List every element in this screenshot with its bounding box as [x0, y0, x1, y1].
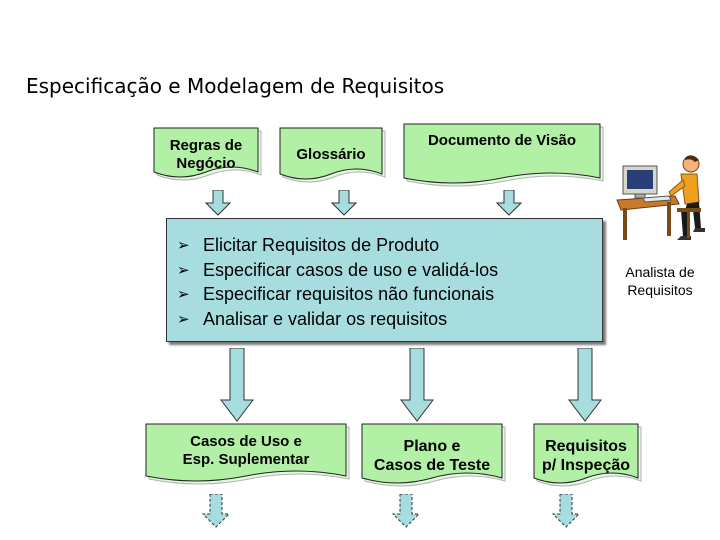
analyst-label: Analista de Requisitos	[625, 264, 695, 298]
output-doc-requisitos-inspecao: Requisitos p/ Inspeção	[533, 423, 642, 488]
process-box: ➢ Elicitar Requisitos de Produto ➢ Especif…	[166, 218, 603, 342]
input-doc-label: Glossário	[296, 146, 366, 163]
document-shape	[361, 423, 506, 487]
bullet-arrow-icon: ➢	[177, 260, 190, 279]
process-step-label: Especificar requisitos não funcionais	[203, 284, 495, 304]
document-shape	[153, 127, 262, 181]
input-doc-documento-visao: Documento de Visão	[403, 123, 604, 187]
bullet-arrow-icon: ➢	[177, 236, 190, 254]
process-step: ➢ Especificar requisitos não funcionais	[177, 282, 602, 307]
input-doc-label: Documento de Visão	[427, 132, 577, 149]
arrow-down-icon	[496, 190, 522, 216]
output-doc-plano-teste: Plano e Casos de Teste	[361, 423, 506, 488]
document-shape	[279, 127, 386, 183]
output-doc-label: Casos de Uso e Esp. Suplementar	[182, 433, 310, 468]
process-step: ➢ Especificar casos de uso e validá-los	[177, 258, 602, 283]
arrow-down-icon	[202, 494, 230, 528]
document-shape	[403, 123, 604, 187]
document-shape	[145, 423, 350, 485]
process-step: ➢ Analisar e validar os requisitos	[177, 307, 602, 332]
process-step-label: Especificar casos de uso e validá-los	[203, 259, 499, 280]
process-step: ➢ Elicitar Requisitos de Produto	[177, 233, 602, 258]
output-doc-label: Plano e Casos de Teste	[373, 437, 491, 474]
process-step-label: Analisar e validar os requisitos	[203, 308, 448, 329]
bullet-arrow-icon: ➢	[177, 285, 190, 303]
arrow-down-icon	[331, 190, 357, 216]
input-doc-label: Regras de Negócio	[169, 137, 243, 172]
arrow-down-icon	[392, 494, 420, 528]
output-doc-label: Requisitos p/ Inspeção	[541, 437, 631, 474]
page-title: Especificação e Modelagem de Requisitos	[26, 74, 445, 98]
document-shape	[533, 423, 642, 487]
output-doc-casos-de-uso: Casos de Uso e Esp. Suplementar	[145, 423, 350, 486]
input-doc-glossario: Glossário	[279, 127, 386, 183]
process-step-label: Elicitar Requisitos de Produto	[203, 235, 440, 255]
arrow-down-icon	[205, 190, 231, 216]
arrow-down-icon	[568, 348, 602, 422]
analyst-computer-icon	[616, 155, 705, 240]
bullet-arrow-icon: ➢	[177, 309, 190, 328]
arrow-down-icon	[400, 348, 434, 422]
input-doc-regras-negocio: Regras de Negócio	[153, 127, 262, 182]
arrow-down-icon	[552, 494, 580, 528]
arrow-down-icon	[220, 348, 254, 422]
